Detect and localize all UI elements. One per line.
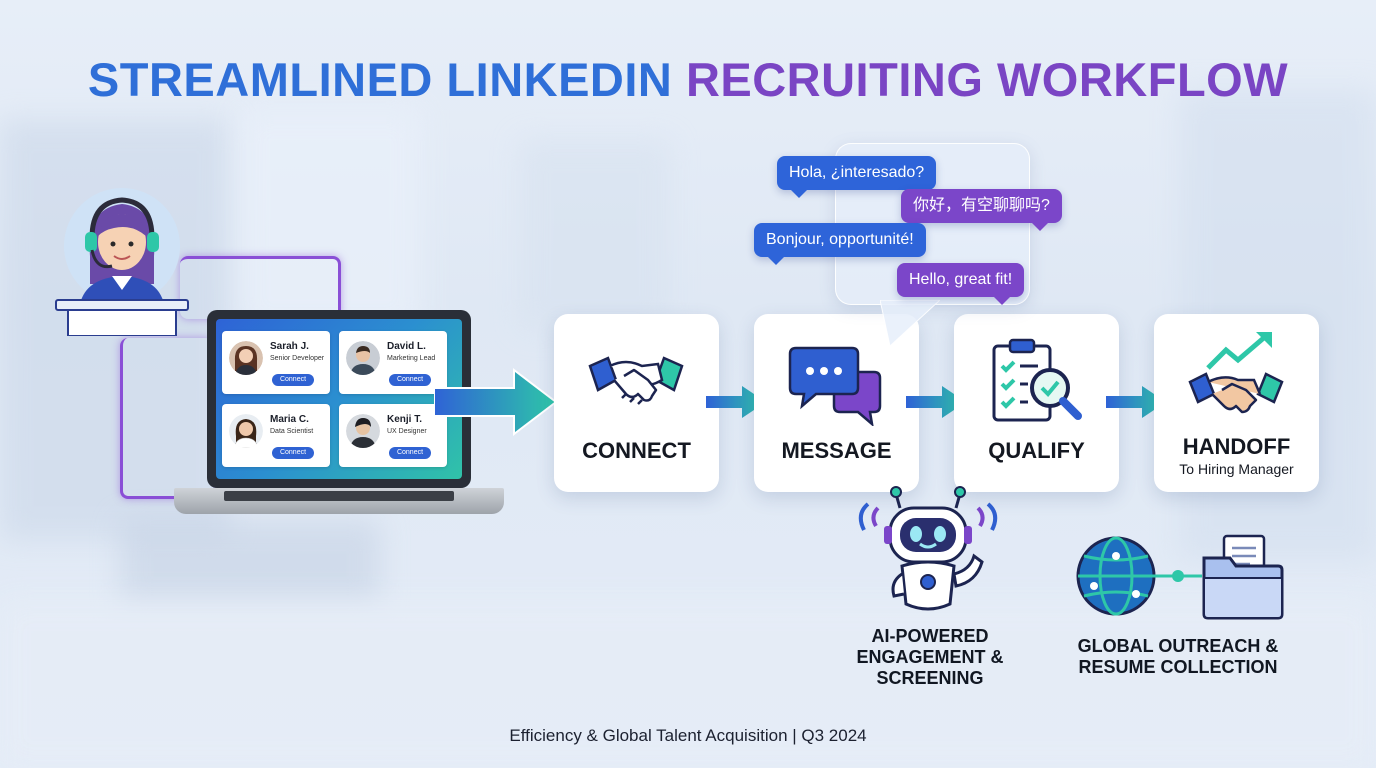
step-qualify[interactable]: QUALIFY xyxy=(954,314,1119,492)
profile-name: Maria C. xyxy=(270,414,309,425)
feature-ai-line-3: SCREENING xyxy=(876,668,984,688)
profile-card-david[interactable]: David L. Marketing Lead Connect xyxy=(339,331,447,394)
connect-button[interactable]: Connect xyxy=(389,374,431,386)
message-text: Bonjour, opportunité! xyxy=(766,231,914,248)
profile-role: UX Designer xyxy=(387,428,427,435)
footer-caption: Efficiency & Global Talent Acquisition |… xyxy=(509,726,867,745)
feature-ai-line-1: AI-POWERED xyxy=(871,626,989,646)
background-floor xyxy=(0,600,1376,768)
message-text: Hola, ¿interesado? xyxy=(789,164,925,181)
title-part-2: RECRUITING WORKFLOW xyxy=(685,53,1289,106)
message-bubble-english: Hello, great fit! xyxy=(897,263,1025,305)
arrow-right-icon xyxy=(1106,386,1166,418)
step-label: CONNECT xyxy=(582,438,691,463)
laptop: Sarah J. Senior Developer Connect David … xyxy=(174,310,504,520)
arrow-right-icon xyxy=(706,386,766,418)
step-label: HANDOFF xyxy=(1182,434,1291,459)
avatar xyxy=(229,414,263,448)
step-label: MESSAGE xyxy=(781,438,892,463)
recruiter-headset-icon xyxy=(55,188,189,336)
clipboard-magnifier-icon xyxy=(992,338,1082,422)
profile-grid: Sarah J. Senior Developer Connect David … xyxy=(216,319,462,479)
feature-global-line-2: RESUME COLLECTION xyxy=(1078,657,1278,677)
profile-name: Sarah J. xyxy=(270,341,309,352)
profile-card-kenji[interactable]: Kenji T. UX Designer Connect xyxy=(339,404,447,467)
background-desk xyxy=(120,520,380,610)
profile-role: Senior Developer xyxy=(270,355,325,362)
connect-button[interactable]: Connect xyxy=(272,374,314,386)
background-window-2 xyxy=(520,140,670,330)
page-title: STREAMLINED LINKEDIN RECRUITING WORKFLOW xyxy=(0,52,1376,107)
feature-global-line-1: GLOBAL OUTREACH & xyxy=(1077,636,1279,656)
globe-folder-icon xyxy=(1076,534,1284,620)
feature-ai-label: AI-POWERED ENGAGEMENT & SCREENING xyxy=(830,626,1030,689)
connect-button[interactable]: Connect xyxy=(389,447,431,459)
message-text: 你好，有空聊聊吗? xyxy=(913,197,1050,214)
profile-name: Kenji T. xyxy=(387,414,423,425)
laptop-keyboard xyxy=(224,491,454,501)
avatar xyxy=(346,414,380,448)
connect-button[interactable]: Connect xyxy=(272,447,314,459)
profile-card-maria[interactable]: Maria C. Data Scientist Connect xyxy=(222,404,330,467)
recruiter-connector-top xyxy=(180,256,341,319)
message-bubble-spanish: Hola, ¿interesado? xyxy=(777,156,937,198)
step-label: QUALIFY xyxy=(988,438,1085,463)
avatar xyxy=(229,341,263,375)
recruiter-connector-left xyxy=(120,338,213,499)
step-message[interactable]: MESSAGE xyxy=(754,314,919,492)
message-text: Hello, great fit! xyxy=(909,271,1013,288)
step-handoff[interactable]: HANDOFF To Hiring Manager xyxy=(1154,314,1319,492)
handshake-growth-icon xyxy=(1188,332,1284,414)
laptop-screen: Sarah J. Senior Developer Connect David … xyxy=(207,310,471,488)
robot-icon xyxy=(858,486,998,611)
feature-global-label: GLOBAL OUTREACH & RESUME COLLECTION xyxy=(1058,636,1298,678)
feature-ai-line-2: ENGAGEMENT & xyxy=(856,647,1004,667)
arrow-right-icon xyxy=(906,386,966,418)
cloud-tail xyxy=(880,300,940,347)
background-window xyxy=(240,110,420,330)
chat-bubbles-icon xyxy=(788,346,882,426)
avatar xyxy=(346,341,380,375)
profile-name: David L. xyxy=(387,341,426,352)
message-bubble-french: Bonjour, opportunité! xyxy=(754,223,926,265)
profile-card-sarah[interactable]: Sarah J. Senior Developer Connect xyxy=(222,331,330,394)
profile-role: Data Scientist xyxy=(270,428,314,435)
step-sublabel: To Hiring Manager xyxy=(1179,461,1294,477)
step-connect[interactable]: CONNECT xyxy=(554,314,719,492)
arrow-right-icon xyxy=(434,367,558,437)
message-bubble-chinese: 你好，有空聊聊吗? xyxy=(901,189,1062,231)
handshake-icon xyxy=(588,356,684,405)
profile-role: Marketing Lead xyxy=(387,355,436,362)
title-part-1: STREAMLINED LINKEDIN xyxy=(87,53,673,106)
